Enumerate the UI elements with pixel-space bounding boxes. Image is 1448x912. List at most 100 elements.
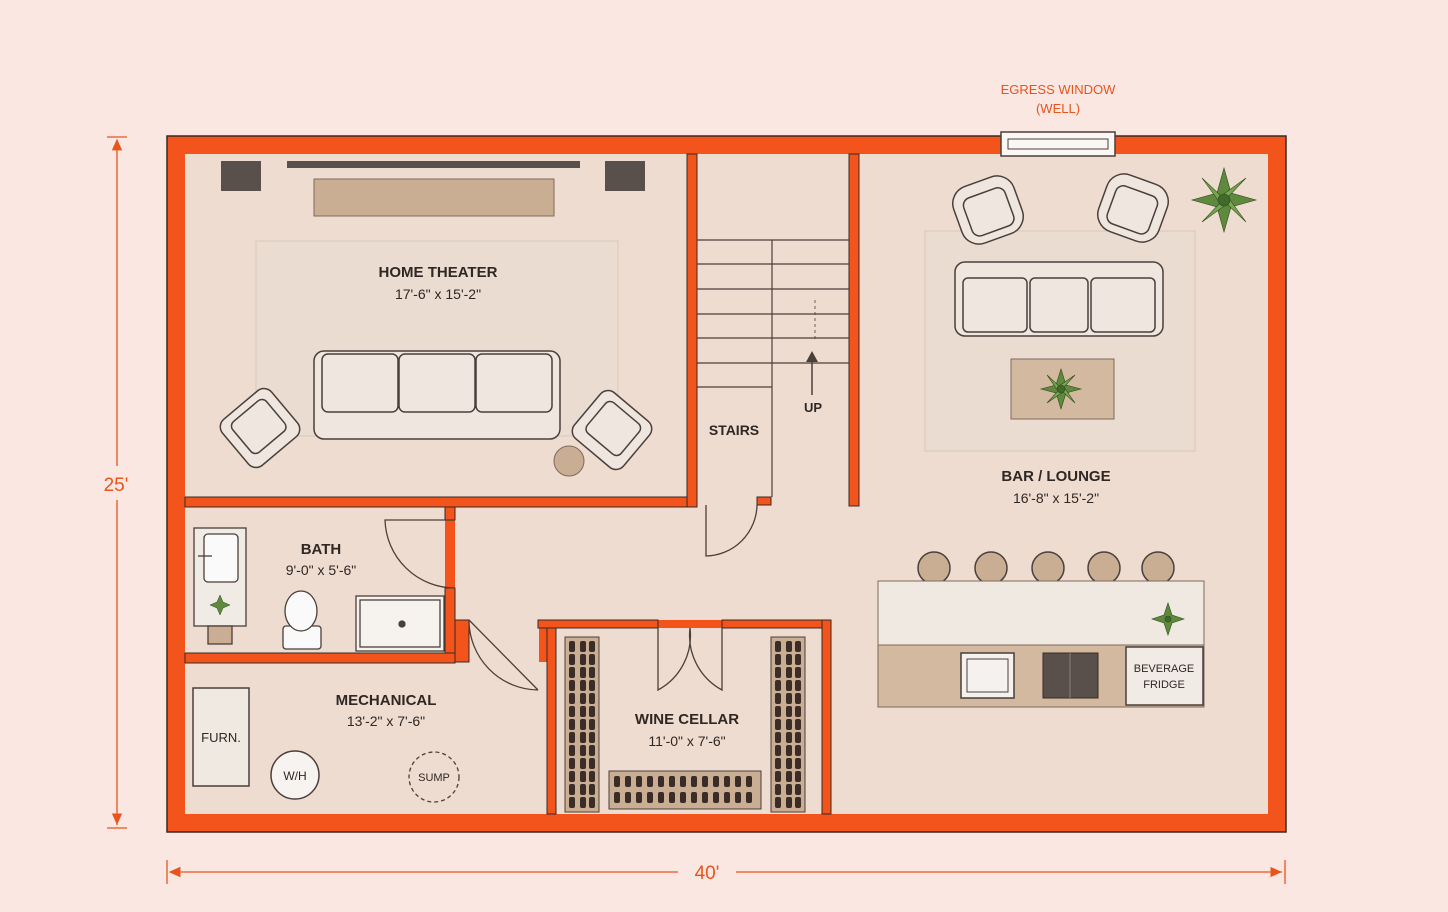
stair-door bbox=[705, 504, 758, 557]
wine-bottle bbox=[589, 693, 595, 704]
theater-armchair-left bbox=[219, 387, 301, 469]
wine-bottle bbox=[795, 784, 801, 795]
wine-bottle bbox=[775, 654, 781, 665]
wine-bottle bbox=[795, 693, 801, 704]
wine-bottle bbox=[569, 797, 575, 808]
cellar-door-left bbox=[657, 627, 692, 692]
wine-bottle bbox=[614, 792, 620, 803]
toilet bbox=[282, 590, 322, 650]
beverage-fridge bbox=[1125, 646, 1204, 706]
wine-bottle bbox=[569, 641, 575, 652]
wine-bottle bbox=[625, 776, 631, 787]
wine-bottle bbox=[569, 667, 575, 678]
wine-bottle bbox=[580, 719, 586, 730]
wine-bottle bbox=[786, 784, 792, 795]
theater-bottom-wall bbox=[184, 496, 688, 508]
wine-bottle bbox=[680, 792, 686, 803]
home-theater-name: HOME THEATER bbox=[379, 264, 498, 281]
wine-bottle bbox=[775, 719, 781, 730]
wine-bottle bbox=[614, 776, 620, 787]
wine-bottle bbox=[669, 792, 675, 803]
theater-sofa bbox=[313, 350, 561, 440]
fridge-label-line2: FRIDGE bbox=[1143, 679, 1185, 691]
wine-bottle bbox=[795, 706, 801, 717]
egress-window-label-line1: EGRESS WINDOW bbox=[1001, 82, 1117, 97]
wine-bottle bbox=[580, 706, 586, 717]
mechanical-size: 13'-2" x 7'-6" bbox=[347, 713, 425, 729]
bar-stools bbox=[917, 551, 1175, 585]
wine-bottle bbox=[658, 776, 664, 787]
cellar-door-right bbox=[688, 627, 723, 692]
wine-bottle bbox=[775, 667, 781, 678]
plant-icon bbox=[1039, 367, 1083, 411]
theater-stair-wall bbox=[686, 153, 698, 508]
wine-bottle bbox=[580, 758, 586, 769]
wine-bottle bbox=[775, 784, 781, 795]
wine-bottle bbox=[589, 797, 595, 808]
wine-bottle bbox=[746, 792, 752, 803]
wine-bottle bbox=[786, 706, 792, 717]
plant-bar-icon bbox=[1151, 602, 1185, 636]
wine-bottle bbox=[775, 758, 781, 769]
wine-bottle bbox=[625, 792, 631, 803]
wine-bottle bbox=[775, 771, 781, 782]
wine-bottle bbox=[580, 654, 586, 665]
bar-top bbox=[877, 580, 1205, 646]
wine-bottle bbox=[580, 667, 586, 678]
dimension-horizontal bbox=[166, 860, 1286, 884]
wine-bottle bbox=[569, 732, 575, 743]
stairs-label: STAIRS bbox=[709, 422, 759, 438]
wine-bottle bbox=[580, 680, 586, 691]
wine-bottle bbox=[691, 776, 697, 787]
bath-bottom-wall bbox=[184, 652, 456, 664]
bath-size: 9'-0" x 5'-6" bbox=[286, 562, 357, 578]
plant-corner-icon bbox=[1190, 166, 1258, 234]
wine-bottle bbox=[786, 732, 792, 743]
wine-bottle bbox=[786, 758, 792, 769]
wine-bottle bbox=[589, 667, 595, 678]
furnace-label: FURN. bbox=[201, 730, 241, 745]
theater-armchair-right bbox=[571, 389, 653, 471]
wine-bottle bbox=[786, 641, 792, 652]
wine-bottle bbox=[569, 771, 575, 782]
lounge-sofa bbox=[954, 261, 1164, 337]
wine-bottle bbox=[589, 784, 595, 795]
wine-racks bbox=[564, 636, 806, 813]
home-theater-size: 17'-6" x 15'-2" bbox=[395, 286, 481, 302]
egress-window-label-line2: (WELL) bbox=[1036, 101, 1080, 116]
mechanical-fixtures bbox=[192, 687, 460, 803]
wine-bottle bbox=[569, 706, 575, 717]
wine-bottle bbox=[786, 693, 792, 704]
wine-bottle bbox=[775, 797, 781, 808]
wine-bottle bbox=[786, 654, 792, 665]
wine-bottle bbox=[795, 654, 801, 665]
wine-bottle bbox=[786, 680, 792, 691]
bath-right-wall-top bbox=[444, 506, 456, 521]
bath-right-wall-bottom bbox=[444, 587, 456, 659]
wine-bottle bbox=[589, 745, 595, 756]
lounge-armchair-left bbox=[951, 175, 1025, 245]
wine-bottle bbox=[795, 719, 801, 730]
wine-bottle bbox=[636, 776, 642, 787]
wine-bottle bbox=[589, 706, 595, 717]
cellar-top-wall-right bbox=[721, 619, 823, 629]
wine-bottle bbox=[735, 792, 741, 803]
wine-bottle bbox=[775, 745, 781, 756]
bar-lounge-name: BAR / LOUNGE bbox=[1001, 468, 1110, 485]
wine-bottle bbox=[580, 771, 586, 782]
sink-basin bbox=[203, 533, 239, 583]
wine-bottle bbox=[569, 784, 575, 795]
wine-bottle bbox=[680, 776, 686, 787]
wine-bottle bbox=[795, 745, 801, 756]
wine-bottle bbox=[713, 792, 719, 803]
mech-right-wall-top bbox=[454, 619, 470, 663]
wine-bottle bbox=[724, 776, 730, 787]
bath-door bbox=[384, 519, 456, 589]
wine-bottle bbox=[775, 680, 781, 691]
wine-bottle bbox=[775, 732, 781, 743]
shower bbox=[355, 595, 445, 652]
wine-bottle bbox=[669, 776, 675, 787]
wine-bottle bbox=[775, 693, 781, 704]
stair-stub-left bbox=[756, 496, 772, 506]
